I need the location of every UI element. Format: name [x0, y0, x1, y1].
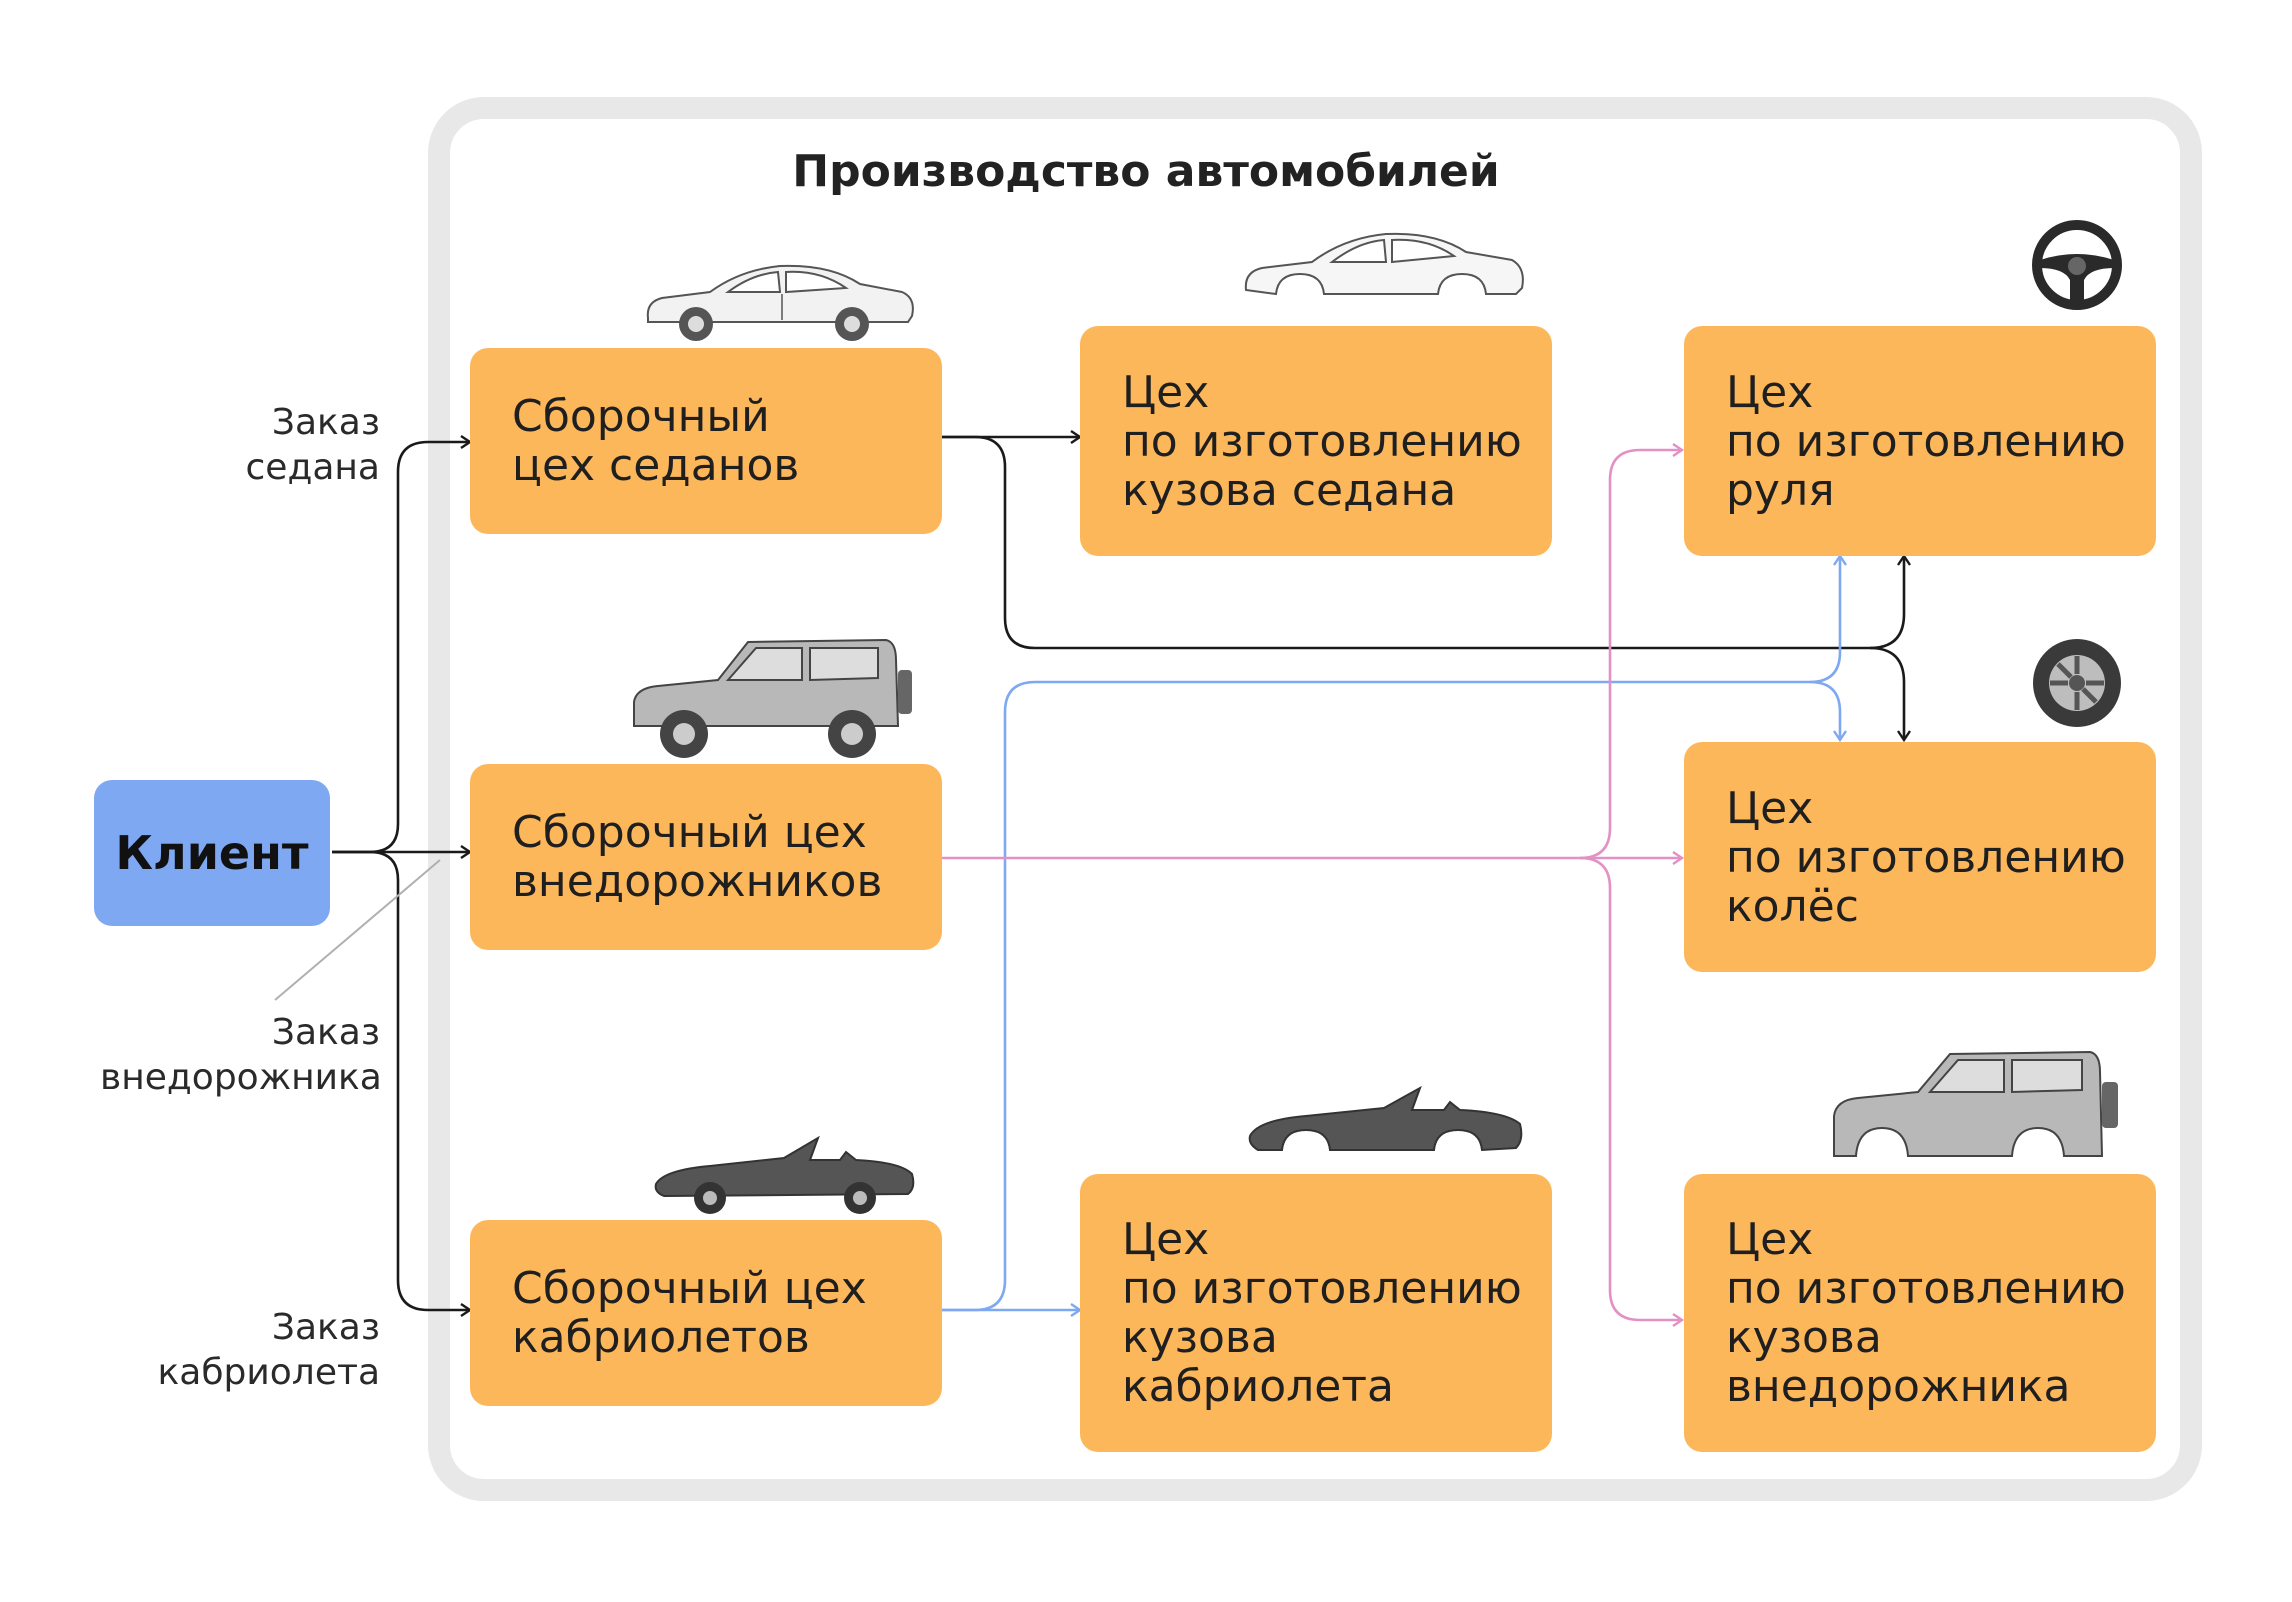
line-sedan-wheels — [1869, 646, 1911, 743]
line-sedan-parts — [942, 435, 1911, 650]
body-suv-box: Цех по изготовлению кузова внедорожника — [1684, 1174, 2156, 1452]
line-client-sedan — [332, 435, 473, 854]
body-cabrio-box: Цех по изготовлению кузова кабриолета — [1080, 1174, 1552, 1452]
cabriolet-body-icon — [1248, 1085, 1523, 1152]
cabriolet-car-icon — [654, 1136, 915, 1214]
diagram-title: Производство автомобилей — [792, 146, 1500, 197]
line-cabrio-wheels — [1809, 680, 1847, 743]
sedan-car-icon — [646, 264, 914, 341]
body-sedan-box: Цех по изготовлению кузова седана — [1080, 326, 1552, 556]
steering-box: Цех по изготовлению руля — [1684, 326, 2156, 556]
steering-wheel-icon — [2032, 220, 2122, 310]
assembly-sedan-box: Сборочный цех седанов — [470, 348, 942, 534]
annotation-pointer — [274, 859, 441, 1001]
wheel-icon — [2033, 639, 2121, 727]
line-suv-body — [1579, 856, 1685, 1327]
suv-car-icon — [633, 638, 912, 758]
sedan-body-icon — [1244, 232, 1524, 296]
suv-body-icon — [1833, 1050, 2118, 1157]
order-sedan-label: Заказ седана — [245, 402, 381, 488]
assembly-cabrio-box: Сборочный цех кабриолетов — [470, 1220, 942, 1406]
order-suv-label: Заказ внедорожника — [100, 1012, 382, 1098]
assembly-suv-box: Сборочный цех внедорожников — [470, 764, 942, 950]
order-cabrio-label: Заказ кабриолета — [157, 1307, 380, 1393]
client-node: Клиент — [94, 780, 330, 926]
line-client-cabrio — [332, 850, 473, 1317]
wheels-box: Цех по изготовлению колёс — [1684, 742, 2156, 972]
line-cabrio-parts — [942, 553, 1847, 1312]
line-suv-steering — [1579, 443, 1685, 860]
